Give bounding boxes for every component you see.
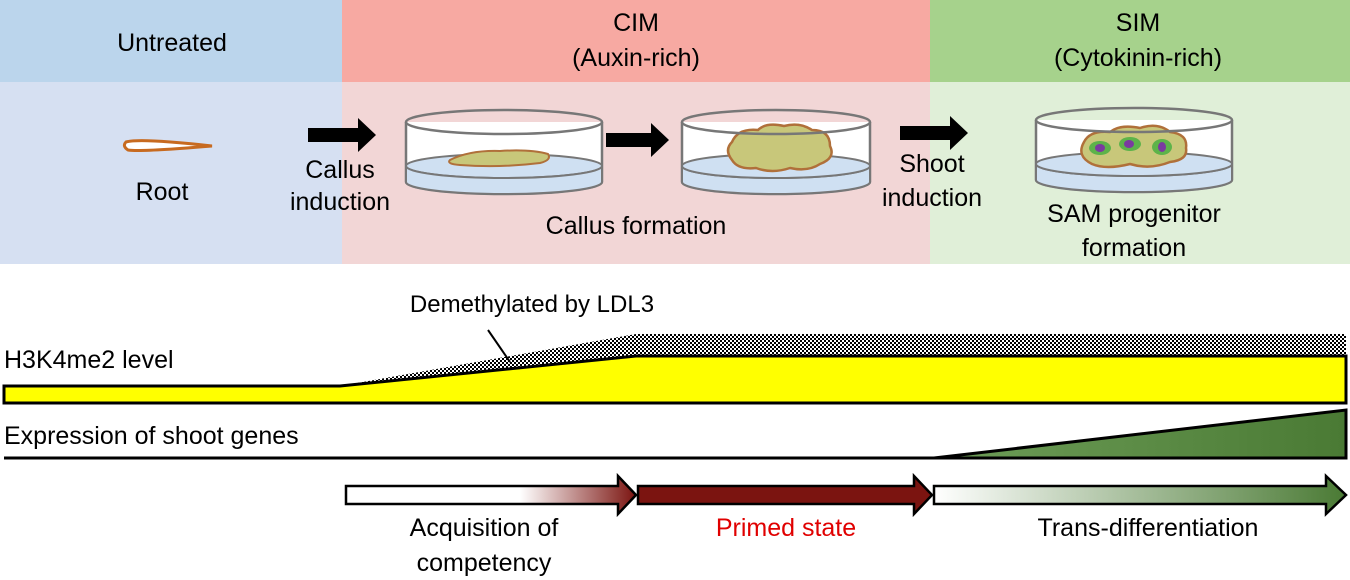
cim-subtitle: (Auxin-rich): [572, 44, 700, 72]
callus-induction-arrow: [308, 118, 376, 152]
root-label: Root: [136, 178, 189, 206]
shoot-induction-label-line1: Shoot: [899, 150, 964, 178]
h3k4me2-level-shape: [2, 354, 1348, 405]
callus-formation-label: Callus formation: [546, 212, 727, 240]
demethylated-pointer-line: [487, 329, 511, 363]
sim-subtitle: (Cytokinin-rich): [1054, 44, 1222, 72]
cim-header-panel: [342, 0, 930, 82]
demethylated-label: Demethylated by LDL3: [410, 291, 654, 318]
competency-phase-arrow: [344, 472, 638, 518]
shoot-induction-label-line2: induction: [882, 184, 982, 212]
callus-induction-label-line2: induction: [290, 188, 390, 216]
sim-header-panel: [930, 0, 1350, 82]
primed-phase-arrow: [636, 472, 934, 518]
h3k4me2-label: H3K4me2 level: [4, 346, 174, 374]
untreated-title: Untreated: [117, 29, 227, 57]
competency-label-line2: competency: [417, 549, 552, 577]
shoot-genes-label: Expression of shoot genes: [4, 422, 299, 450]
petri-dish-3-icon: [1034, 106, 1234, 194]
root-icon: [122, 139, 213, 152]
callus-formation-arrow: [606, 123, 669, 157]
petri-dish-1-icon: [404, 108, 604, 196]
primed-state-label: Primed state: [716, 514, 856, 542]
trans-differentiation-phase-arrow: [932, 473, 1348, 517]
petri-dish-2-icon: [680, 108, 872, 196]
untreated-body-panel: [0, 82, 342, 264]
cim-title: CIM: [613, 9, 659, 37]
sam-progenitor-label-line1: SAM progenitor: [1047, 200, 1221, 228]
demethylated-stipple-band: [340, 334, 1346, 386]
competency-label-line1: Acquisition of: [410, 514, 559, 542]
sim-title: SIM: [1116, 9, 1160, 37]
shoot-induction-arrow: [900, 116, 968, 150]
shoot-genes-expression-shape: [933, 408, 1348, 460]
callus-induction-label-line1: Callus: [305, 156, 374, 184]
sam-progenitor-label-line2: formation: [1082, 234, 1186, 262]
untreated-header-panel: [0, 0, 342, 82]
trans-differentiation-label: Trans-differentiation: [1038, 514, 1259, 542]
